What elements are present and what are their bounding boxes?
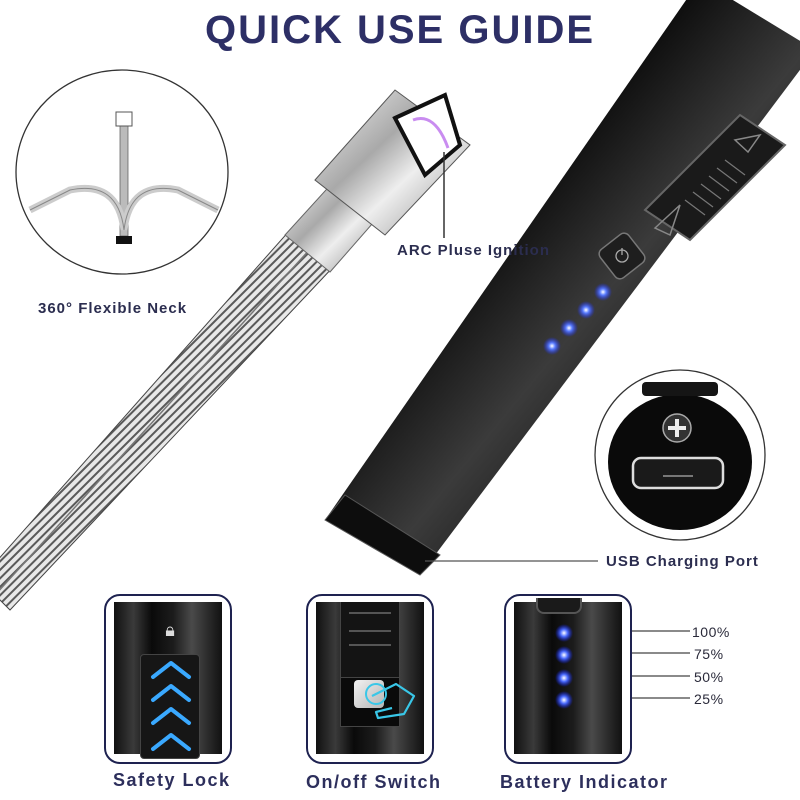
usb-port-label: USB Charging Port — [606, 553, 759, 570]
usb-port-inset — [594, 369, 766, 541]
flexible-neck-inset — [15, 69, 229, 275]
battery-indicator-panel — [504, 594, 632, 764]
slider-track — [140, 654, 200, 759]
battery-level-50: 50% — [694, 669, 724, 685]
lighter-body — [324, 0, 800, 576]
arc-spark — [412, 117, 450, 149]
battery-level-100: 100% — [692, 624, 730, 640]
flexible-neck — [0, 229, 336, 611]
arc-ignition-label: ARC Pluse Ignition — [397, 242, 550, 259]
battery-indicator-caption: Battery Indicator — [500, 772, 669, 792]
flexible-neck-label: 360° Flexible Neck — [38, 300, 188, 317]
page-title: QUICK USE GUIDE — [204, 8, 596, 52]
battery-level-25: 25% — [694, 691, 724, 707]
slider-grip — [340, 602, 400, 677]
finger-tap-icon — [365, 682, 416, 720]
on-off-switch-caption: On/off Switch — [306, 772, 442, 792]
battery-level-75: 75% — [694, 646, 724, 662]
power-button — [598, 232, 646, 280]
battery-led-icon — [555, 624, 573, 709]
usb-port-icon — [631, 456, 725, 490]
safety-lock-caption: Safety Lock — [113, 770, 231, 790]
ignition-slider — [643, 113, 787, 242]
metal-head — [284, 89, 471, 273]
safety-lock-panel: 🔒︎ — [104, 594, 232, 764]
battery-leds — [543, 283, 612, 355]
on-off-switch-panel — [306, 594, 434, 764]
lock-icon: 🔒︎ — [165, 620, 175, 640]
